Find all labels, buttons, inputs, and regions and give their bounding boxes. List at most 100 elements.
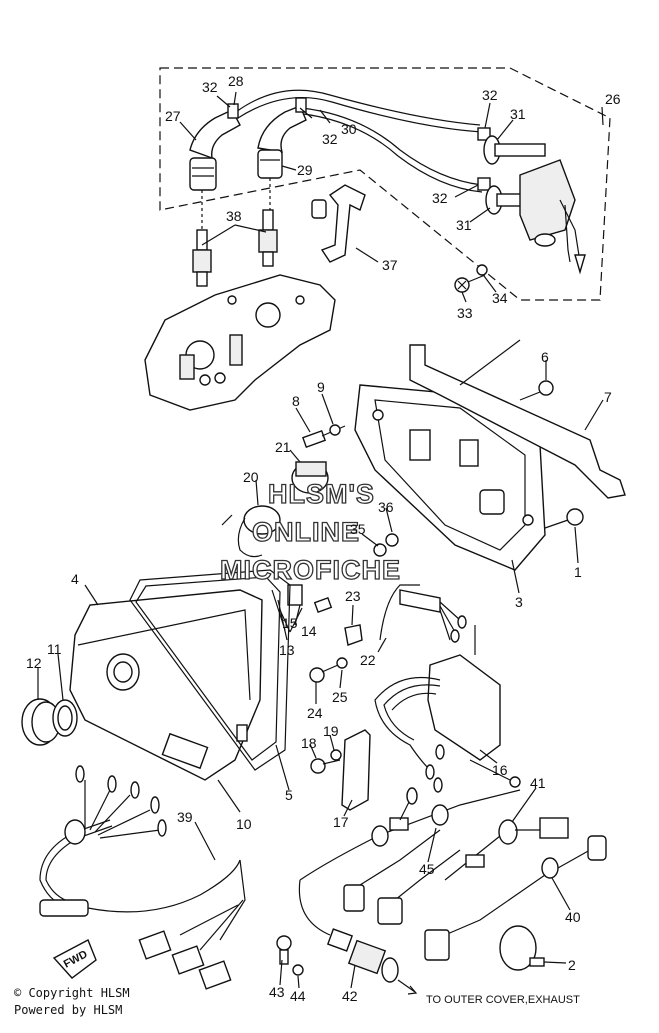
callout-34: 34 — [492, 290, 508, 306]
callout-8: 8 — [292, 393, 300, 409]
ht-lead-upper — [235, 89, 481, 126]
callout-38: 38 — [226, 208, 242, 224]
ignition-group-outline — [159, 67, 611, 301]
callout-5: 5 — [285, 787, 293, 803]
powered-by-text: Powered by HLSM — [14, 1003, 123, 1017]
callout-35: 35 — [350, 521, 366, 537]
callout-9: 9 — [317, 379, 325, 395]
harness-22 — [379, 584, 467, 643]
outer-cover-4 — [69, 589, 263, 781]
wiring-41 — [444, 817, 569, 881]
callout-45: 45 — [419, 861, 435, 877]
callout-42: 42 — [342, 988, 358, 1004]
callout-16: 16 — [492, 762, 508, 778]
ht-lead-lower — [301, 107, 483, 186]
callout-44: 44 — [290, 988, 306, 1004]
screw-33 — [454, 274, 486, 293]
bracket-7 — [409, 344, 626, 499]
clip-23 — [344, 624, 363, 646]
callout-22: 22 — [360, 652, 376, 668]
copyright-text: © Copyright HLSM — [14, 986, 130, 1000]
callout-32: 32 — [202, 79, 218, 95]
bolt-43 — [276, 935, 292, 965]
part-20 — [221, 505, 281, 558]
callout-11: 11 — [47, 641, 62, 657]
callout-31: 31 — [456, 217, 472, 233]
callout-labels: 28 32 27 32 30 29 32 31 26 32 31 38 37 3… — [26, 73, 621, 1004]
plug-cap-27 — [189, 109, 241, 191]
callout-37: 37 — [382, 257, 398, 273]
holder-17 — [341, 729, 371, 811]
clip-32 — [227, 103, 239, 119]
callout-3: 3 — [515, 594, 523, 610]
callout-1: 1 — [574, 564, 582, 580]
callout-7: 7 — [604, 389, 612, 405]
callout-39: 39 — [177, 809, 193, 825]
washer-34 — [476, 264, 488, 276]
watermark: HLSM'S ONLINE MICROFICHE — [219, 478, 401, 585]
plug-cap-29 — [257, 105, 307, 179]
callout-41: 41 — [530, 775, 546, 791]
callout-4: 4 — [71, 571, 79, 587]
callout-12: 12 — [26, 655, 42, 671]
ignition-coil-31 — [483, 135, 586, 275]
callout-23: 23 — [345, 588, 361, 604]
cdi-unit-16 — [374, 654, 521, 793]
callout-36: 36 — [378, 499, 394, 515]
svg-text:MICROFICHE: MICROFICHE — [220, 555, 401, 585]
callout-14: 14 — [301, 623, 317, 639]
fwd-arrow-icon — [52, 939, 97, 979]
callout-33: 33 — [457, 305, 473, 321]
callout-17: 17 — [333, 814, 349, 830]
screw-35 — [373, 543, 387, 557]
gasket-5 — [129, 569, 291, 771]
callout-32: 32 — [482, 87, 498, 103]
washer-19 — [330, 749, 342, 761]
callout-27: 27 — [165, 108, 181, 124]
callout-25: 25 — [332, 689, 348, 705]
callout-30: 30 — [341, 121, 357, 137]
harness-39 — [39, 765, 246, 990]
leader-lines — [37, 91, 604, 989]
bolt-1 — [544, 508, 584, 529]
wiring-45 — [299, 787, 521, 925]
clip-32 — [477, 127, 491, 141]
bolt-18 — [310, 758, 341, 774]
callout-32: 32 — [432, 190, 448, 206]
callout-19: 19 — [323, 723, 339, 739]
callout-21: 21 — [275, 439, 291, 455]
bolt-24 — [309, 664, 339, 683]
clip-32 — [295, 97, 307, 113]
callout-18: 18 — [301, 735, 317, 751]
bracket-37 — [311, 184, 366, 263]
callout-10: 10 — [236, 816, 252, 832]
callout-26: 26 — [605, 91, 621, 107]
cylinder-head — [144, 274, 336, 411]
washer-9 — [329, 424, 341, 436]
callout-2: 2 — [568, 957, 576, 973]
screw-36 — [385, 533, 399, 547]
callout-31: 31 — [510, 106, 526, 122]
callout-15: 15 — [282, 615, 298, 631]
sensor-42 — [298, 879, 418, 995]
clip-32 — [477, 177, 491, 191]
washer-25 — [336, 657, 348, 669]
footer: © Copyright HLSM Powered by HLSM — [14, 985, 130, 1019]
callout-20: 20 — [243, 469, 259, 485]
wiring-40 — [424, 835, 607, 961]
rectifier-21 — [291, 461, 329, 494]
washer-44 — [292, 964, 304, 976]
callout-6: 6 — [541, 349, 549, 365]
callout-32: 32 — [322, 131, 338, 147]
callout-29: 29 — [297, 162, 313, 178]
callout-40: 40 — [565, 909, 581, 925]
callout-24: 24 — [307, 705, 323, 721]
callout-43: 43 — [269, 984, 285, 1000]
callout-28: 28 — [228, 73, 244, 89]
svg-text:HLSM'S: HLSM'S — [268, 479, 375, 509]
o-ring-11 — [52, 699, 78, 737]
band-2 — [499, 925, 545, 971]
exhaust-note: TO OUTER COVER,EXHAUST — [426, 994, 580, 1006]
bolt-6 — [519, 380, 554, 401]
